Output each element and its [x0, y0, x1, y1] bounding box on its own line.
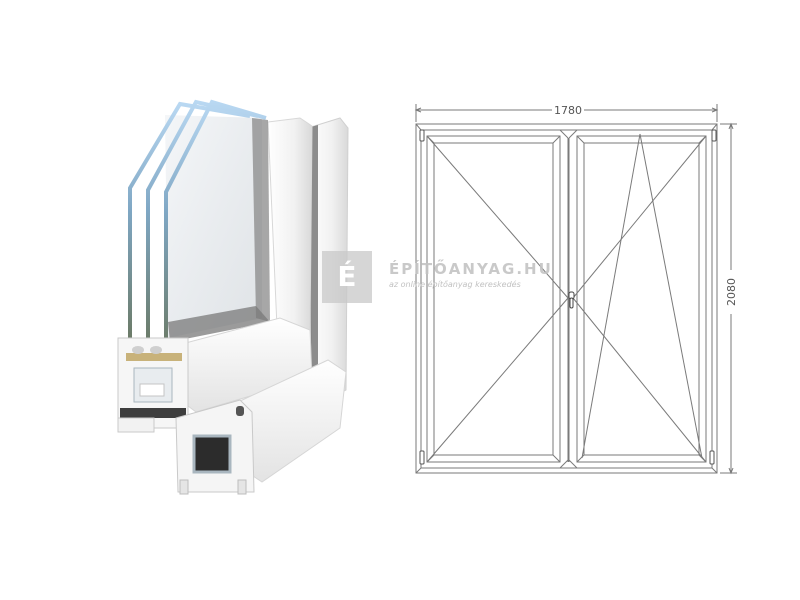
hinge-icon: [419, 129, 425, 142]
triple-glass-panes: [128, 99, 267, 348]
height-dimension: [720, 122, 737, 475]
height-label: 2080: [725, 278, 738, 306]
window-handle-icon: [568, 291, 575, 309]
left-sash: [426, 135, 569, 463]
hinge-icon: [709, 450, 715, 465]
sash-vertical: [267, 117, 313, 351]
right-sash: [572, 133, 707, 463]
hinge-icon: [711, 129, 717, 142]
window-profile-photo: [117, 99, 349, 495]
hinges: [419, 129, 717, 465]
sash-cross-section: [117, 337, 189, 433]
glass-area: [165, 115, 262, 338]
width-label: 1780: [554, 104, 582, 117]
hinge-icon: [419, 450, 425, 465]
outer-frame: [415, 123, 718, 474]
width-dimension: [414, 104, 719, 122]
frame-cross-section: [175, 399, 255, 495]
